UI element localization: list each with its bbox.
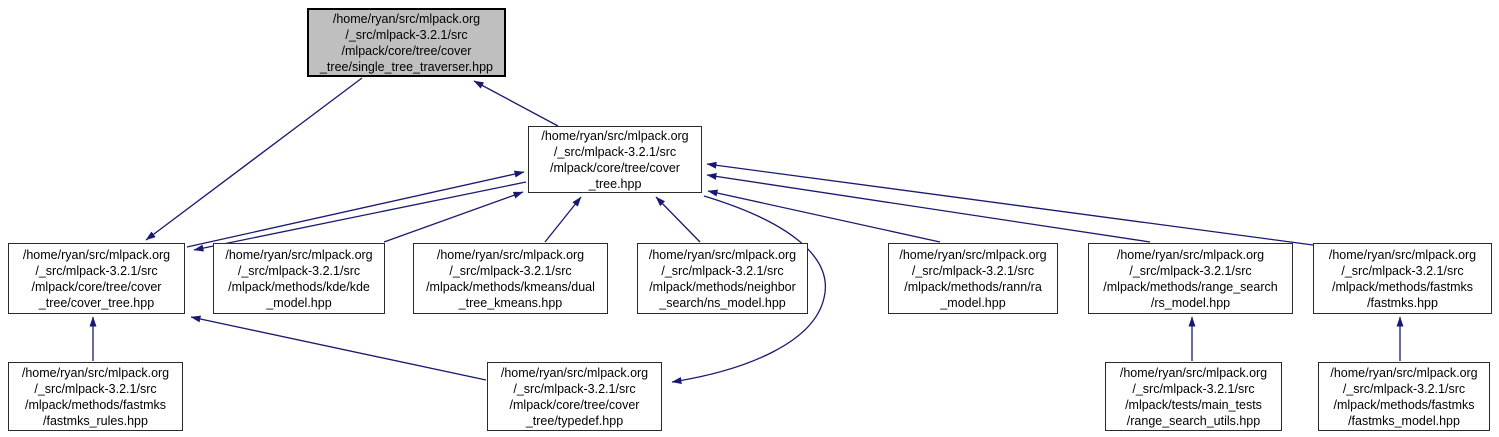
node-label-line: /_src/mlpack-3.2.1/src bbox=[34, 381, 157, 396]
node-label-line: /mlpack/core/tree/cover bbox=[341, 43, 472, 58]
node-label-line: /home/ryan/src/mlpack.org bbox=[436, 247, 585, 262]
node-label-line: /fastmks.hpp bbox=[1367, 295, 1438, 310]
node-label-line: /mlpack/methods/rann/ra bbox=[904, 279, 1042, 294]
node-label-line: /fastmks_model.hpp bbox=[1348, 413, 1460, 428]
node-label-line: /_src/mlpack-3.2.1/src bbox=[1342, 381, 1466, 396]
node-label-line: /home/ryan/src/mlpack.org bbox=[22, 247, 171, 262]
node-label-line: _model.hpp bbox=[940, 295, 1006, 310]
node-label-line: /mlpack/methods/kmeans/dual bbox=[426, 279, 595, 294]
node-typedef-hpp[interactable]: /home/ryan/src/mlpack.org /_src/mlpack-3… bbox=[487, 362, 662, 431]
node-rs-model-hpp[interactable]: /home/ryan/src/mlpack.org /_src/mlpack-3… bbox=[1088, 243, 1293, 314]
node-label-line: /mlpack/methods/kde/kde bbox=[228, 279, 370, 294]
node-label-line: /_src/mlpack-3.2.1/src bbox=[553, 144, 677, 159]
node-label-line: /home/ryan/src/mlpack.org bbox=[648, 247, 797, 262]
node-label-line: /_src/mlpack-3.2.1/src bbox=[345, 27, 468, 42]
node-cover-tree-cover-tree-hpp[interactable]: /home/ryan/src/mlpack.org /_src/mlpack-3… bbox=[8, 243, 185, 314]
node-label-line: /mlpack/core/tree/cover bbox=[550, 160, 680, 175]
node-label-line: /mlpack/methods/range_search bbox=[1103, 279, 1278, 294]
node-ra-model-hpp[interactable]: /home/ryan/src/mlpack.org /_src/mlpack-3… bbox=[888, 243, 1058, 314]
node-label-line: /home/ryan/src/mlpack.org bbox=[541, 128, 689, 143]
node-label-line: /_src/mlpack-3.2.1/src bbox=[1341, 263, 1464, 278]
node-label-line: /_src/mlpack-3.2.1/src bbox=[449, 263, 572, 278]
node-label-line: _tree/single_tree_traverser.hpp bbox=[319, 59, 494, 74]
node-label-line: /_src/mlpack-3.2.1/src bbox=[237, 263, 361, 278]
node-label-line: /_src/mlpack-3.2.1/src bbox=[1132, 381, 1255, 396]
node-label-line: /fastmks_rules.hpp bbox=[43, 413, 148, 428]
node-label-line: /_src/mlpack-3.2.1/src bbox=[911, 263, 1035, 278]
node-label-line: /range_search_utils.hpp bbox=[1126, 413, 1261, 428]
node-label-line: /mlpack/methods/fastmks bbox=[1331, 279, 1473, 294]
node-label-line: _tree/cover_tree.hpp bbox=[38, 295, 155, 310]
node-label-line: _tree.hpp bbox=[588, 176, 642, 191]
node-label-line: /home/ryan/src/mlpack.org bbox=[899, 247, 1047, 262]
node-label-line: /mlpack/methods/fastmks bbox=[24, 397, 166, 412]
node-label-line: /home/ryan/src/mlpack.org bbox=[332, 11, 481, 26]
node-ns-model-hpp[interactable]: /home/ryan/src/mlpack.org /_src/mlpack-3… bbox=[637, 243, 808, 314]
node-cover-tree-hpp[interactable]: /home/ryan/src/mlpack.org /_src/mlpack-3… bbox=[528, 126, 702, 193]
node-label-line: /home/ryan/src/mlpack.org bbox=[1116, 247, 1265, 262]
node-label-line: _tree_kmeans.hpp bbox=[458, 295, 563, 310]
node-label-line: /_src/mlpack-3.2.1/src bbox=[661, 263, 784, 278]
node-single-tree-traverser[interactable]: /home/ryan/src/mlpack.org /_src/mlpack-3… bbox=[307, 8, 506, 77]
node-label-line: /mlpack/methods/fastmks bbox=[1333, 397, 1475, 412]
node-label-line: /mlpack/core/tree/cover bbox=[31, 279, 162, 294]
node-range-search-utils-hpp[interactable]: /home/ryan/src/mlpack.org /_src/mlpack-3… bbox=[1105, 362, 1282, 431]
node-label-line: /home/ryan/src/mlpack.org bbox=[1330, 365, 1478, 380]
node-label-line: _search/ns_model.hpp bbox=[659, 295, 786, 310]
node-fastmks-hpp[interactable]: /home/ryan/src/mlpack.org /_src/mlpack-3… bbox=[1313, 243, 1492, 314]
node-fastmks-rules-hpp[interactable]: /home/ryan/src/mlpack.org /_src/mlpack-3… bbox=[8, 362, 183, 431]
node-fastmks-model-hpp[interactable]: /home/ryan/src/mlpack.org /_src/mlpack-3… bbox=[1318, 362, 1490, 431]
node-label-line: /_src/mlpack-3.2.1/src bbox=[513, 381, 636, 396]
node-label-line: /home/ryan/src/mlpack.org bbox=[500, 365, 649, 380]
node-kde-model-hpp[interactable]: /home/ryan/src/mlpack.org /_src/mlpack-3… bbox=[213, 243, 385, 314]
node-label-line: /home/ryan/src/mlpack.org bbox=[21, 365, 170, 380]
node-label-line: /_src/mlpack-3.2.1/src bbox=[1129, 263, 1252, 278]
node-label-line: /home/ryan/src/mlpack.org bbox=[1328, 247, 1477, 262]
node-label-line: /rs_model.hpp bbox=[1150, 295, 1231, 310]
node-label-line: /mlpack/methods/neighbor bbox=[649, 279, 796, 294]
node-label-line: _model.hpp bbox=[266, 295, 332, 310]
node-label-line: /mlpack/tests/main_tests bbox=[1125, 397, 1262, 412]
node-label-line: _tree/typedef.hpp bbox=[525, 413, 624, 428]
node-label-line: /home/ryan/src/mlpack.org bbox=[225, 247, 373, 262]
node-label-line: /mlpack/core/tree/cover bbox=[509, 397, 640, 412]
node-label-line: /home/ryan/src/mlpack.org bbox=[1119, 365, 1268, 380]
node-label-line: /_src/mlpack-3.2.1/src bbox=[35, 263, 158, 278]
node-dual-tree-kmeans-hpp[interactable]: /home/ryan/src/mlpack.org /_src/mlpack-3… bbox=[413, 243, 608, 314]
